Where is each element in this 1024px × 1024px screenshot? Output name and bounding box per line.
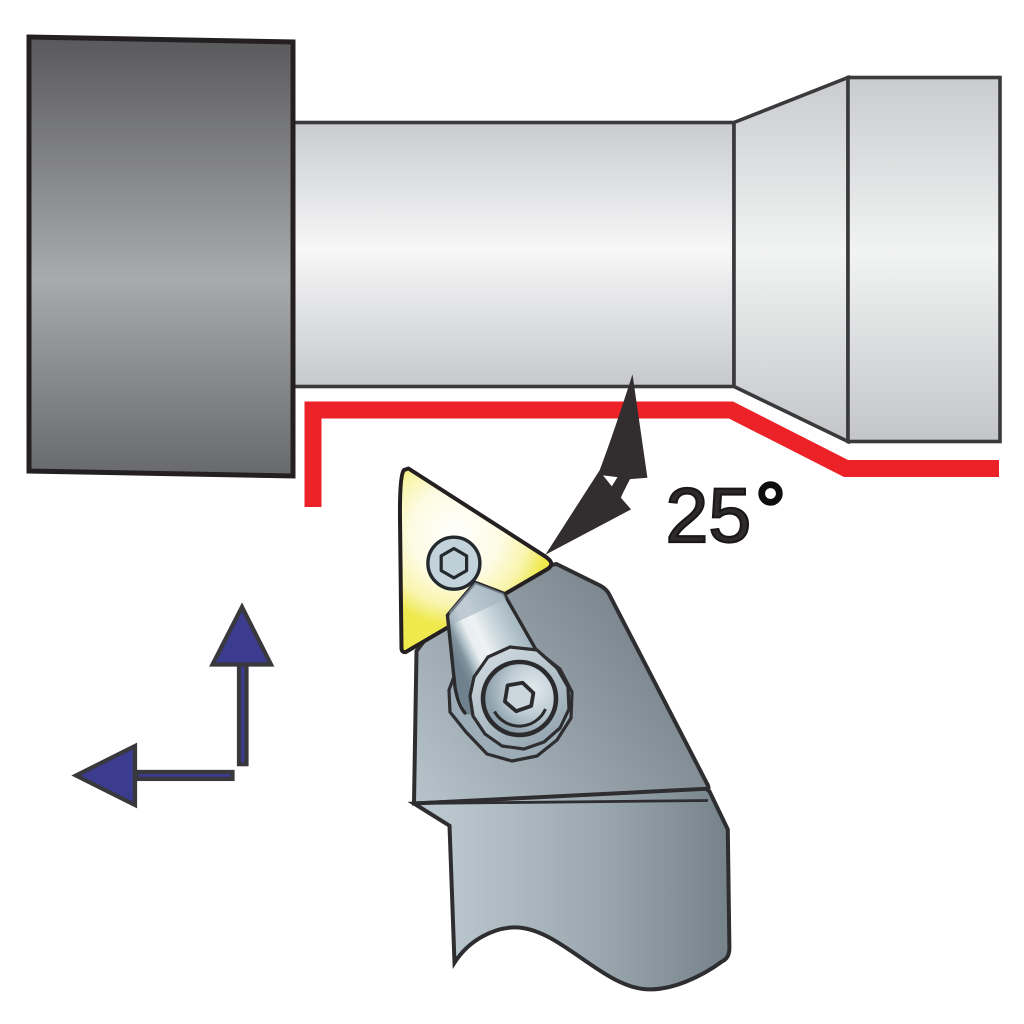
svg-text:25: 25 <box>666 473 752 559</box>
